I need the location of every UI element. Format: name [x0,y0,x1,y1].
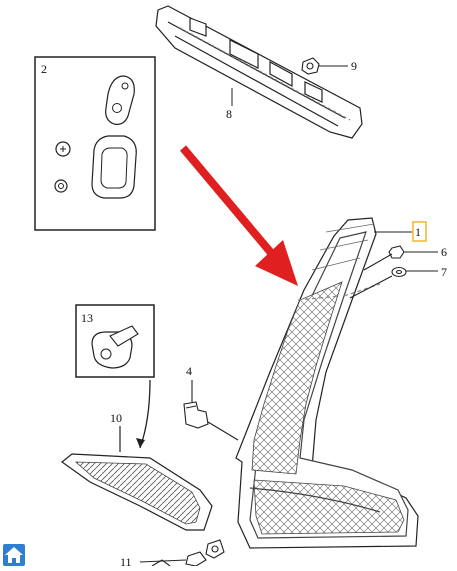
home-icon[interactable] [3,544,25,566]
callout-1[interactable]: 1 [415,225,421,239]
part-1-tail-lamp [235,217,419,549]
callout-7[interactable]: 7 [441,265,447,279]
part-13-box [75,304,155,449]
part-4-bulb [183,380,239,441]
callout-13[interactable]: 13 [81,311,93,325]
callout-6[interactable]: 6 [441,245,447,259]
callout-9[interactable]: 9 [351,59,357,73]
part-11-screws [139,539,225,566]
part-9-nut [301,57,348,75]
part-6-screw [363,245,438,271]
part-8-high-mount-lamp [155,5,363,139]
callout-2[interactable]: 2 [41,62,47,76]
callout-8[interactable]: 8 [226,107,232,121]
callout-4[interactable]: 4 [186,364,192,378]
direction-arrow [179,145,298,286]
callout-1-highlight[interactable] [412,221,427,242]
callout-10[interactable]: 10 [110,411,122,425]
home-icon-glyph [5,547,23,563]
part-10-reflector [61,426,213,531]
part-7-washer [349,266,438,299]
callout-11[interactable]: 11 [120,555,132,566]
part-2-kit-box [34,56,156,231]
